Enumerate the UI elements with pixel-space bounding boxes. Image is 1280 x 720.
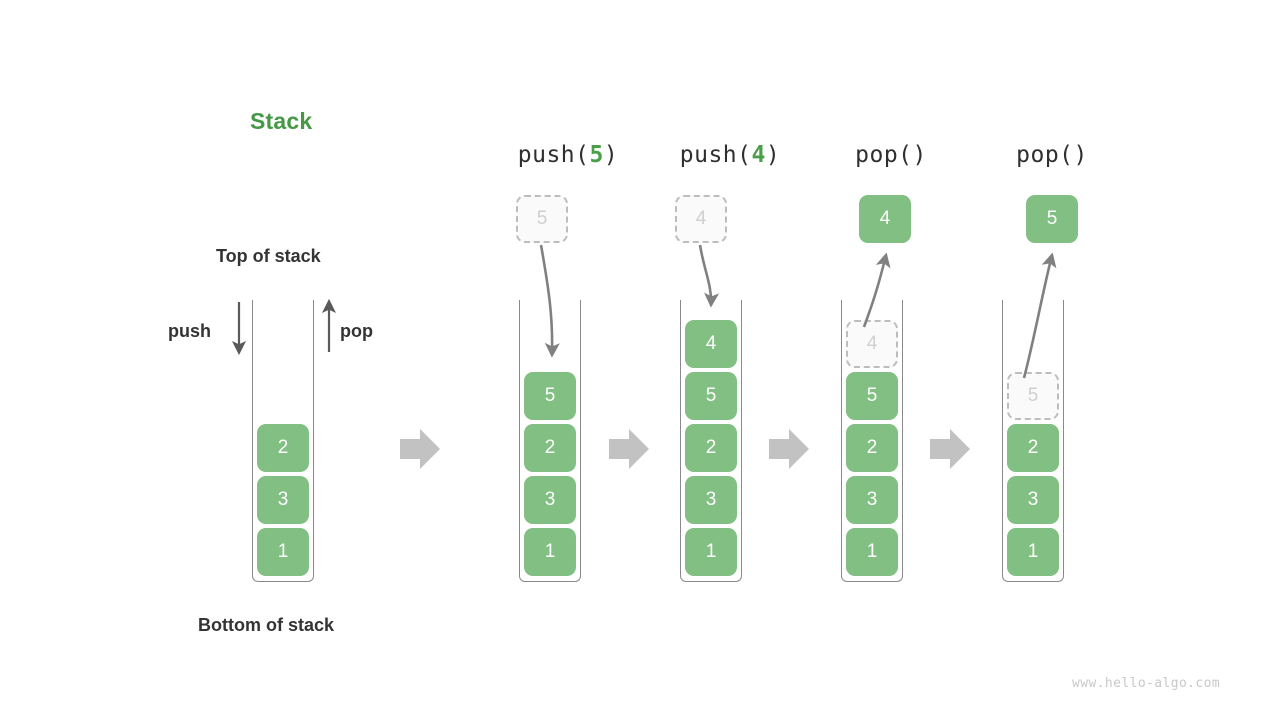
stack-container-push-4: 1 3 2 5 4 bbox=[680, 300, 742, 582]
header-suffix: ) bbox=[912, 142, 927, 168]
removed-slot-4: 4 bbox=[846, 320, 898, 368]
stack-item: 3 bbox=[1007, 476, 1059, 524]
stack-items-pop-1: 1 3 2 5 4 bbox=[846, 320, 898, 576]
header-prefix: pop( bbox=[1016, 142, 1074, 168]
stack-item: 1 bbox=[257, 528, 309, 576]
stack-item: 2 bbox=[257, 424, 309, 472]
column-header-pop-2: pop() bbox=[962, 142, 1142, 168]
transition-arrow bbox=[400, 429, 440, 469]
stack-item: 2 bbox=[685, 424, 737, 472]
stack-items-initial: 1 3 2 bbox=[257, 424, 309, 576]
incoming-box-5: 5 bbox=[516, 195, 568, 243]
stack-item: 2 bbox=[1007, 424, 1059, 472]
stack-container-push-5: 1 3 2 5 bbox=[519, 300, 581, 582]
label-push: push bbox=[168, 321, 211, 341]
stack-item: 1 bbox=[1007, 528, 1059, 576]
stack-item: 1 bbox=[685, 528, 737, 576]
column-header-push-5: push(5) bbox=[478, 142, 658, 168]
column-header-pop-1: pop() bbox=[801, 142, 981, 168]
stack-item: 5 bbox=[685, 372, 737, 420]
popped-box-5: 5 bbox=[1026, 195, 1078, 243]
stack-item: 5 bbox=[846, 372, 898, 420]
header-suffix: ) bbox=[765, 142, 781, 168]
header-prefix: pop( bbox=[855, 142, 913, 168]
header-prefix: push( bbox=[517, 142, 590, 168]
removed-slot-5: 5 bbox=[1007, 372, 1059, 420]
stack-item: 1 bbox=[846, 528, 898, 576]
header-prefix: push( bbox=[679, 142, 752, 168]
stack-item: 2 bbox=[524, 424, 576, 472]
header-arg: 4 bbox=[751, 142, 766, 168]
stack-item: 3 bbox=[846, 476, 898, 524]
stack-item: 3 bbox=[685, 476, 737, 524]
stack-items-pop-2: 1 3 2 5 bbox=[1007, 372, 1059, 576]
stack-item: 4 bbox=[685, 320, 737, 368]
label-top-of-stack: Top of stack bbox=[216, 246, 321, 266]
header-arg: 5 bbox=[589, 142, 604, 168]
push-4-flow-arrow bbox=[698, 244, 720, 308]
stack-item: 3 bbox=[257, 476, 309, 524]
stack-container-initial: 1 3 2 bbox=[252, 300, 314, 582]
header-suffix: ) bbox=[1073, 142, 1088, 168]
stack-items-push-5: 1 3 2 5 bbox=[524, 372, 576, 576]
stack-items-push-4: 1 3 2 5 4 bbox=[685, 320, 737, 576]
header-suffix: ) bbox=[603, 142, 619, 168]
watermark: www.hello-algo.com bbox=[1072, 676, 1221, 691]
stack-item: 3 bbox=[524, 476, 576, 524]
stack-container-pop-1: 1 3 2 5 4 bbox=[841, 300, 903, 582]
transition-arrow bbox=[609, 429, 649, 469]
column-header-push-4: push(4) bbox=[640, 142, 820, 168]
label-pop: pop bbox=[340, 321, 373, 341]
transition-arrow bbox=[769, 429, 809, 469]
stack-item: 2 bbox=[846, 424, 898, 472]
stack-container-pop-2: 1 3 2 5 bbox=[1002, 300, 1064, 582]
incoming-box-4: 4 bbox=[675, 195, 727, 243]
label-bottom-of-stack: Bottom of stack bbox=[198, 615, 335, 635]
page-title: Stack bbox=[250, 108, 313, 134]
popped-box-4: 4 bbox=[859, 195, 911, 243]
transition-arrow bbox=[930, 429, 970, 469]
stack-item: 1 bbox=[524, 528, 576, 576]
stack-item: 5 bbox=[524, 372, 576, 420]
